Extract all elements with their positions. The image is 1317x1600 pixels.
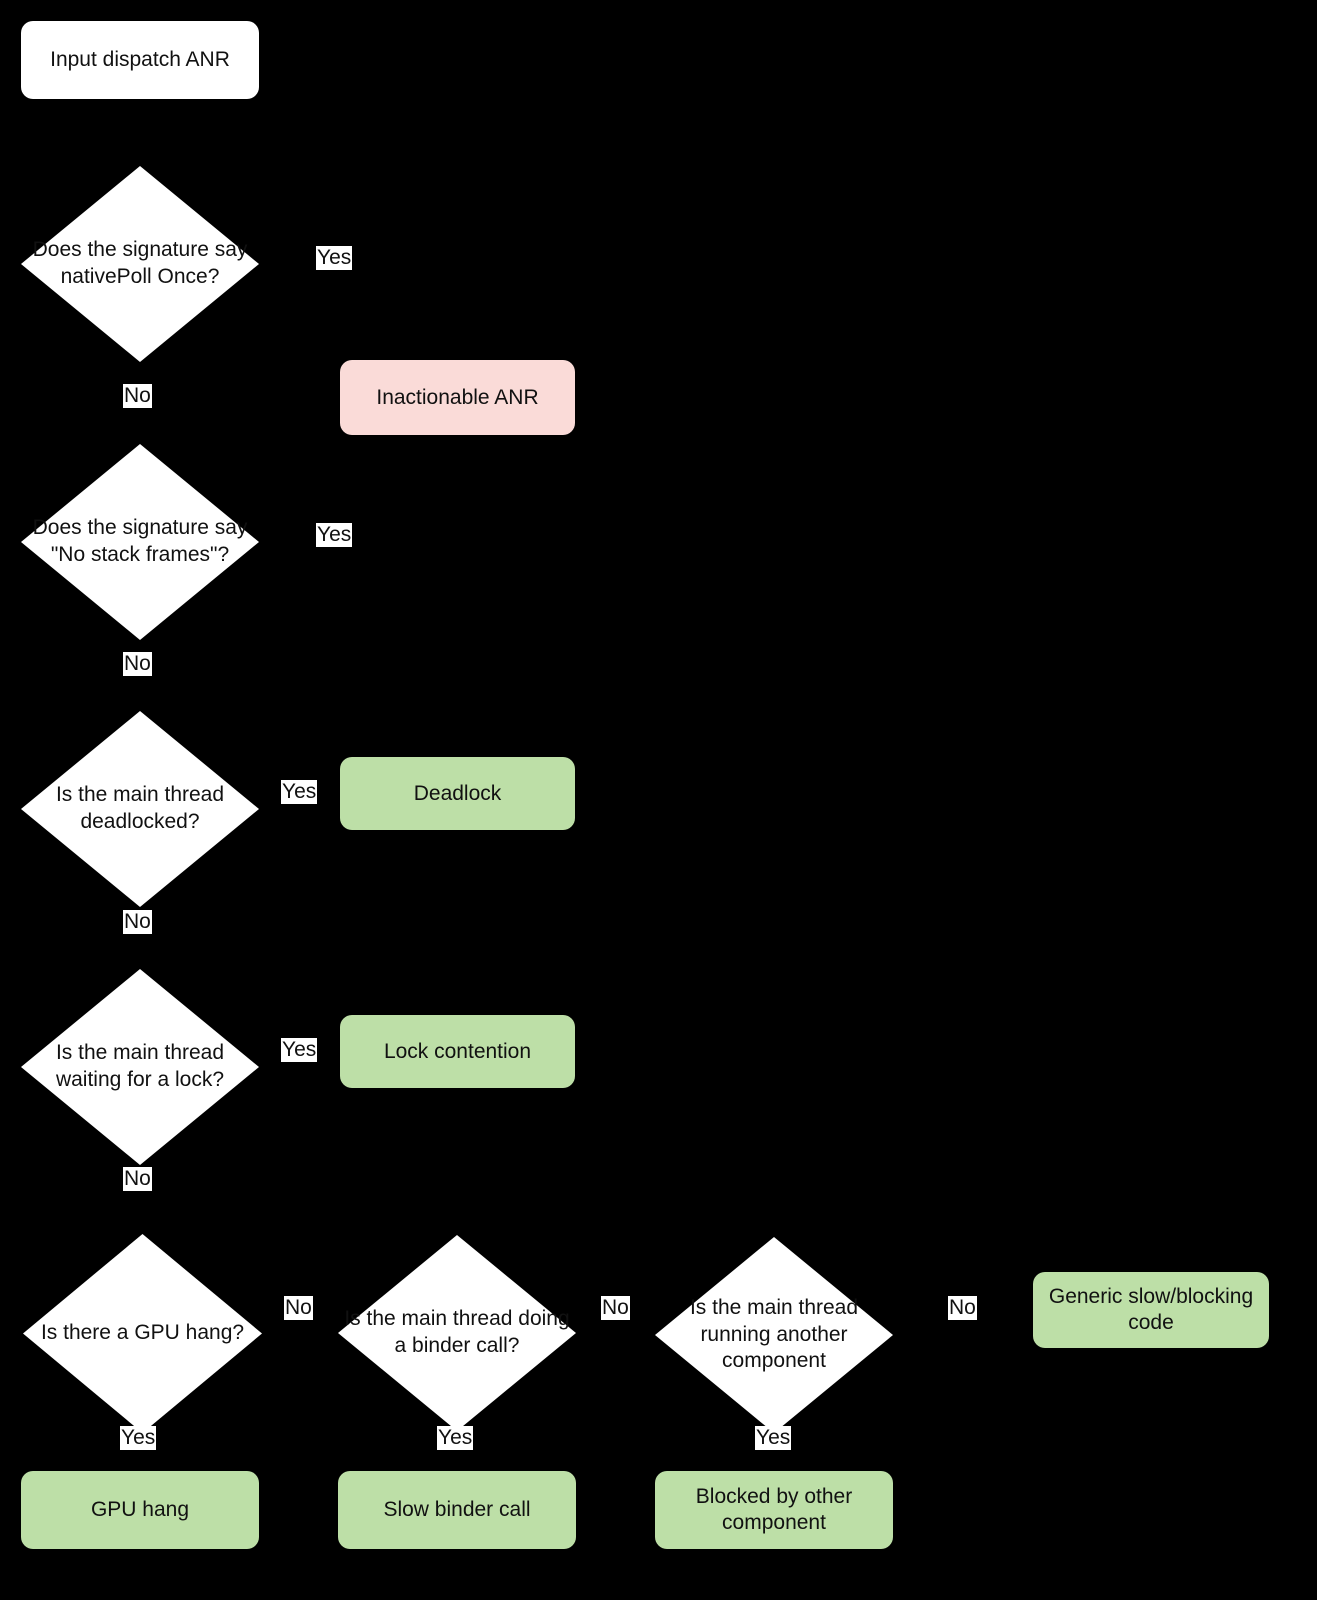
diamond-shape [21,166,259,362]
edge-label-no-no-stack-frames: No [123,652,152,677]
edge-label-text: No [285,1296,312,1319]
node-deadlock[interactable]: Deadlock [340,757,575,830]
edge-label-text: No [602,1296,629,1319]
edge-label-yes-waiting-for-lock: Yes [281,1038,318,1063]
node-label: Blocked by other component [695,1485,853,1534]
diamond-shape [338,1235,576,1431]
edge-label-text: No [124,652,151,675]
connector-q7-no [908,1333,1033,1335]
edge-label-yes-binder-call: Yes [437,1426,474,1451]
node-label: Inactionable ANR [376,385,539,409]
diamond-shape [21,711,259,907]
edge-label-text: No [124,910,151,933]
connector-q1-yes [258,263,458,265]
node-input-dispatch-anr[interactable]: Input dispatch ANR [21,21,259,99]
node-label: Deadlock [413,781,502,805]
node-q-main-thread-deadlocked[interactable]: Is the main thread deadlocked? [21,711,259,907]
node-label: Input dispatch ANR [50,48,230,72]
node-label: Lock contention [383,1039,532,1063]
connector-q6-no [585,1333,670,1335]
edge-label-no-running-another-component: No [948,1296,977,1321]
connector-q5-no [262,1333,345,1335]
edge-label-text: No [124,1167,151,1190]
connector-q6-yes [455,1430,457,1496]
edge-label-text: No [949,1296,976,1319]
diamond-shape [21,444,259,640]
edge-label-text: Yes [282,780,317,803]
node-generic-slow-blocking-code[interactable]: Generic slow/blocking code [1033,1272,1269,1348]
node-inactionable-anr[interactable]: Inactionable ANR [340,360,575,435]
node-label: Generic slow/blocking code [1048,1285,1254,1334]
connector-q3-no [138,908,140,968]
edge-label-no-waiting-for-lock: No [123,1167,152,1192]
node-q-running-another-component[interactable]: Is the main thread running another compo… [655,1237,893,1433]
edge-label-text: No [124,384,151,407]
edge-label-no-deadlocked: No [123,910,152,935]
node-q-nativepollonce[interactable]: Does the signature say nativePoll Once? [21,166,259,362]
node-q-waiting-for-lock[interactable]: Is the main thread waiting for a lock? [21,969,259,1165]
diamond-shape [23,1234,262,1433]
node-q-binder-call[interactable]: Is the main thread doing a binder call? [338,1235,576,1431]
node-gpu-hang-outcome[interactable]: GPU hang [21,1471,259,1549]
edge-label-no-gpu-hang: No [284,1296,313,1321]
edge-label-yes-nativepollonce: Yes [316,246,353,271]
edge-label-no-binder-call: No [601,1296,630,1321]
edge-label-text: Yes [282,1038,317,1061]
node-lock-contention[interactable]: Lock contention [340,1015,575,1088]
connector-start-to-q1 [138,98,140,166]
edge-label-text: Yes [317,523,352,546]
edge-label-yes-deadlocked: Yes [281,780,318,805]
connector-q5-yes [138,1433,140,1496]
node-q-no-stack-frames[interactable]: Does the signature say "No stack frames"… [21,444,259,640]
edge-label-text: Yes [121,1426,156,1449]
node-blocked-by-other-component[interactable]: Blocked by other component [655,1471,893,1549]
edge-label-text: Yes [317,246,352,269]
node-q-gpu-hang[interactable]: Is there a GPU hang? [23,1234,262,1433]
diamond-shape [655,1237,893,1433]
connector-q7-yes [772,1432,774,1497]
edge-label-text: Yes [756,1426,791,1449]
edge-label-yes-gpu-hang: Yes [120,1426,157,1451]
diamond-shape [21,969,259,1165]
node-slow-binder-call[interactable]: Slow binder call [338,1471,576,1549]
connector-q1-yes-down [456,263,458,360]
edge-label-text: Yes [438,1426,473,1449]
edge-label-yes-running-another-component: Yes [755,1426,792,1451]
node-label: GPU hang [90,1498,190,1522]
edge-label-yes-no-stack-frames: Yes [316,523,353,548]
edge-label-no-nativepollonce: No [123,384,152,409]
node-label: Slow binder call [383,1498,531,1522]
